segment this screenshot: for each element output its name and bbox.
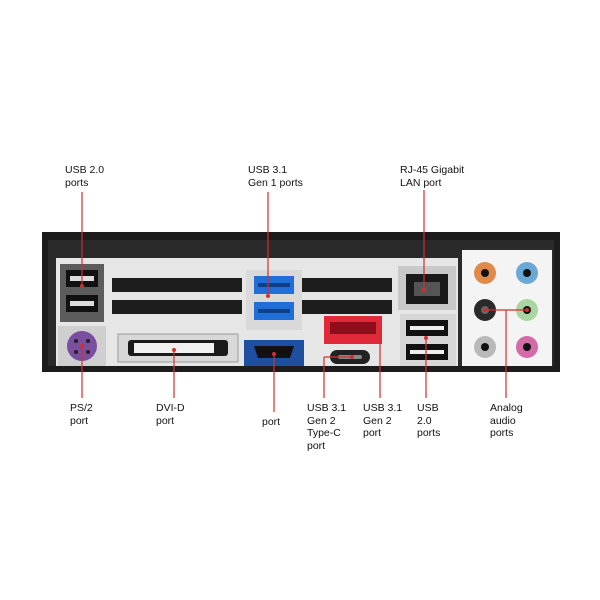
label-ps2: PS/2 port [70,402,93,427]
leader-dots [80,284,529,359]
label-usb31-gen1: USB 3.1 Gen 1 ports [248,164,303,189]
label-dvid: DVI-D port [156,402,185,427]
label-audio: Analog audio ports [490,402,523,439]
label-usb20-bottom: USB 2.0 ports [417,402,441,439]
label-usb20-top: USB 2.0 ports [65,164,105,189]
shield-vent-stripes [112,278,392,314]
label-usb31-gen2: USB 3.1 Gen 2 port [363,402,403,439]
usb31-gen2-port [324,316,382,344]
label-usb31-typec: USB 3.1 Gen 2 Type-C port [307,402,347,452]
label-hdmi: port [262,416,281,428]
rj45-lan-port [398,266,456,310]
usb31-gen1-stack [246,270,302,330]
usb20-stack-right [400,314,456,366]
label-rj45: RJ-45 Gigabit LAN port [400,164,465,189]
leader-lines [81,190,527,412]
dvid-port [117,333,239,363]
